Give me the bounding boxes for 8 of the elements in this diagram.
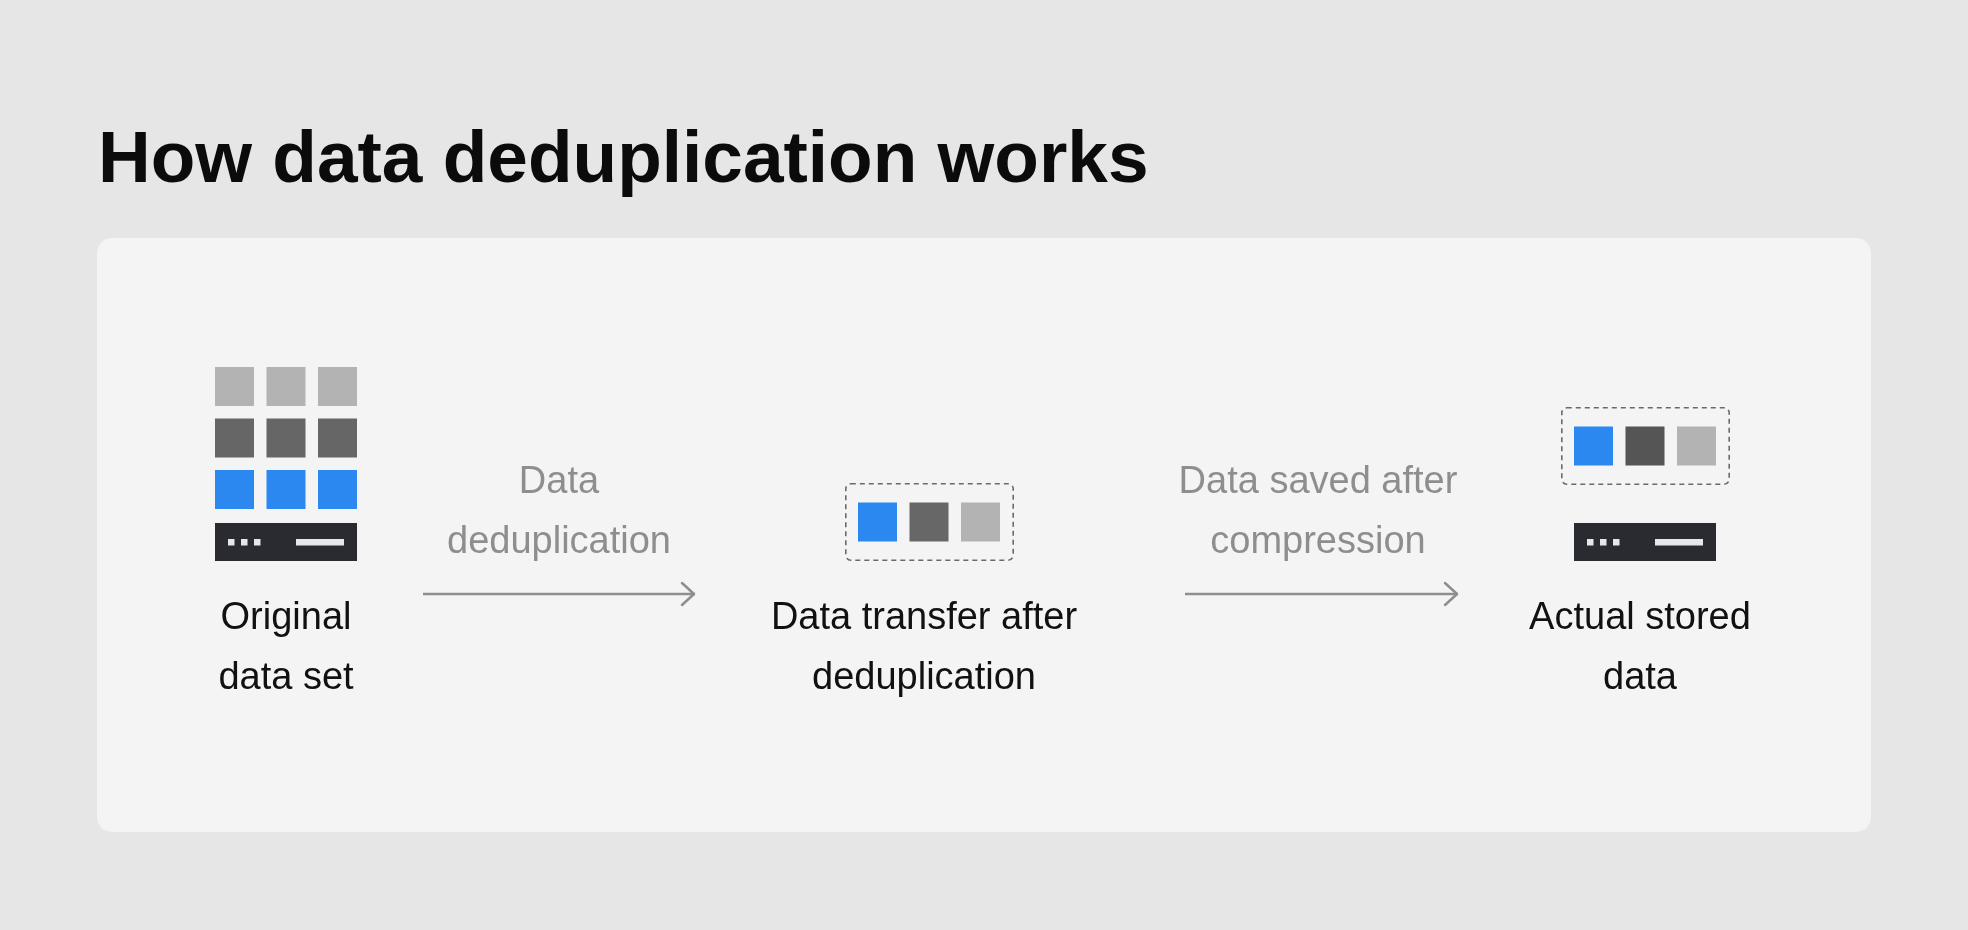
arrow [1185, 581, 1459, 607]
edge-label: Data deduplication [446, 458, 672, 563]
node-label: Original data set [217, 594, 355, 699]
node-label: Data transfer after deduplication [769, 594, 1079, 699]
node-label: Actual stored data [1528, 594, 1752, 699]
edge-label: Data saved after compression [1177, 458, 1459, 563]
arrow [423, 581, 696, 607]
title: How data deduplication works [98, 115, 1149, 199]
